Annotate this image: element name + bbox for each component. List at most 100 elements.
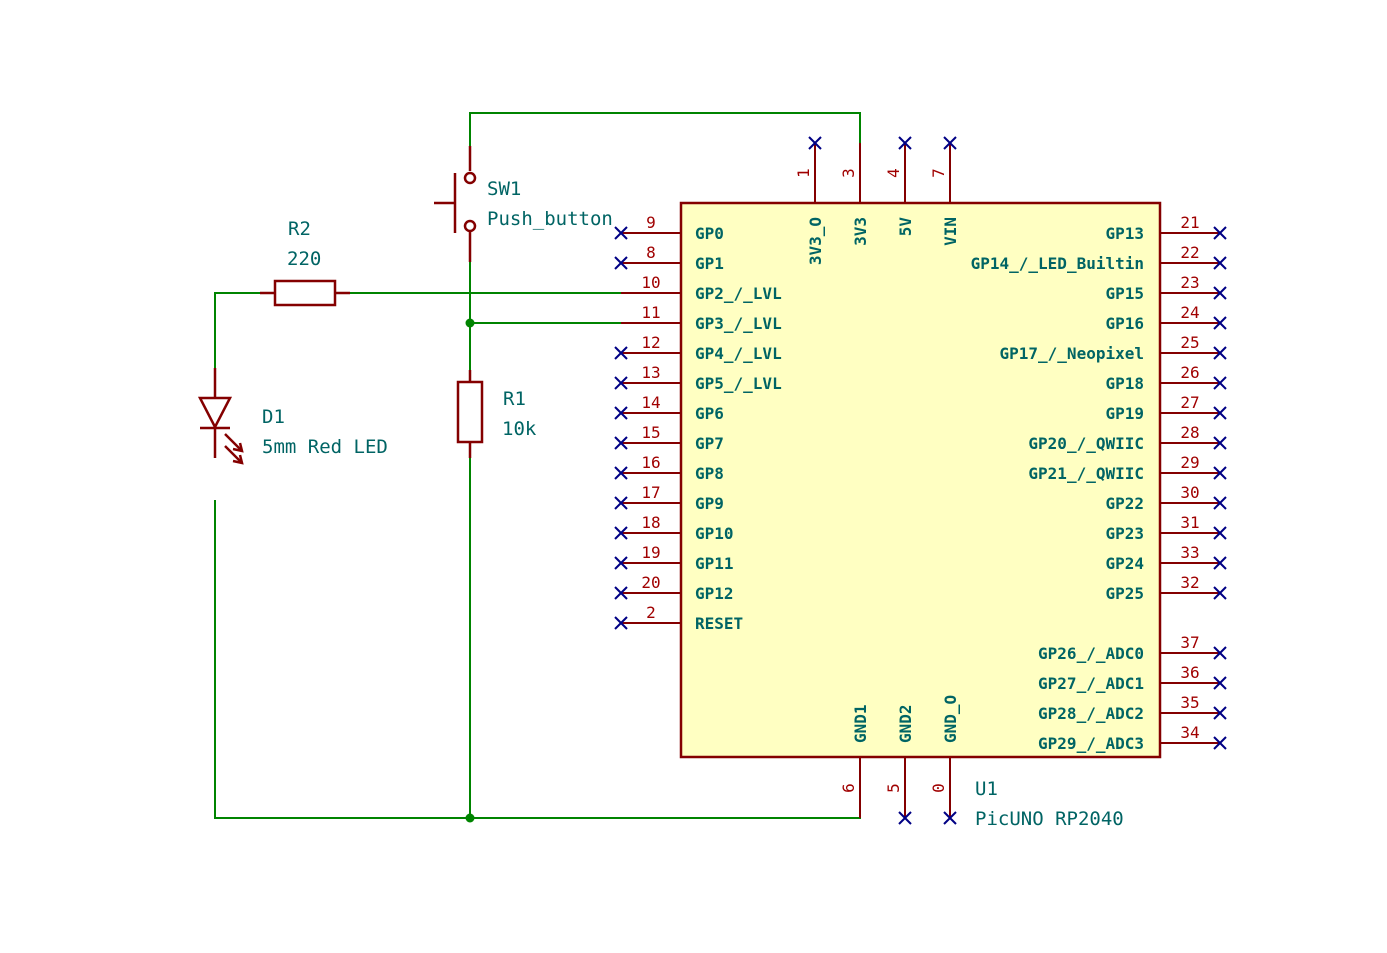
no-connect-icon [1213,586,1227,600]
d1-value: 5mm Red LED [262,436,388,458]
pin-name: GP23 [1105,524,1144,543]
pin-number: 5 [884,783,903,793]
pin-name: GND_O [941,695,960,743]
pin-number: 1 [794,168,813,178]
r2-body [273,279,337,307]
led-d1[interactable]: D1 5mm Red LED [197,368,388,465]
resistor-r2[interactable]: R2 220 [260,218,350,307]
no-connect-icon [1213,646,1227,660]
pin-number: 10 [641,273,660,292]
wire-r2-to-led [214,292,260,368]
pin-number: 32 [1180,573,1199,592]
pin-number: 17 [641,483,660,502]
pin-name: GP8 [695,464,724,483]
pin-name: GP14_/_LED_Builtin [971,254,1144,273]
pin-name: GP3_/_LVL [695,314,782,333]
pin-name: GP16 [1105,314,1144,333]
pin-name: GP4_/_LVL [695,344,782,363]
pin-number: 25 [1180,333,1199,352]
pin-number: 2 [646,603,656,622]
sw1-value: Push_button [487,208,613,230]
no-connect-icon [1213,406,1227,420]
no-connect-icon [1213,496,1227,510]
pin-name: GP15 [1105,284,1144,303]
pin-number: 12 [641,333,660,352]
no-connect-icon [1213,376,1227,390]
no-connect-icon [1213,286,1227,300]
u1-pin-4[interactable]: 45V [884,136,915,236]
pin-name: GP22 [1105,494,1144,513]
pin-name: GP21_/_QWIIC [1028,464,1144,483]
pin-name: VIN [941,217,960,246]
sw1-contact-top [463,171,477,185]
pin-number: 11 [641,303,660,322]
d1-triangle [197,396,233,430]
no-connect-icon [614,436,628,450]
pin-name: GP1 [695,254,724,273]
pin-number: 23 [1180,273,1199,292]
u1-value: PicUNO RP2040 [975,808,1124,830]
switch-sw1[interactable]: SW1 Push_button [434,146,613,262]
resistor-r1[interactable]: R1 10k [456,370,537,458]
sw1-contact-bottom [463,219,477,233]
pin-number: 36 [1180,663,1199,682]
pin-number: 20 [641,573,660,592]
pin-name: GP9 [695,494,724,513]
pin-name: GP10 [695,524,734,543]
no-connect-icon [614,256,628,270]
r1-ref: R1 [503,388,526,410]
no-connect-icon [1213,676,1227,690]
no-connect-icon [1213,256,1227,270]
no-connect-icon [808,136,822,150]
pin-name: GP28_/_ADC2 [1038,704,1144,723]
r1-value: 10k [502,418,537,440]
no-connect-icon [614,466,628,480]
pin-number: 19 [641,543,660,562]
pin-name: GND2 [896,704,915,743]
light-emission-icon [224,433,244,465]
pin-name: 3V3 [851,217,870,246]
u1-pin-5[interactable]: 5 GND2 [884,704,915,825]
junction-gnd [465,813,475,823]
no-connect-icon [614,586,628,600]
no-connect-icon [614,376,628,390]
ic-u1-picuno[interactable]: 9GP08GP110GP2_/_LVL11GP3_/_LVL12GP4_/_LV… [614,136,1227,830]
